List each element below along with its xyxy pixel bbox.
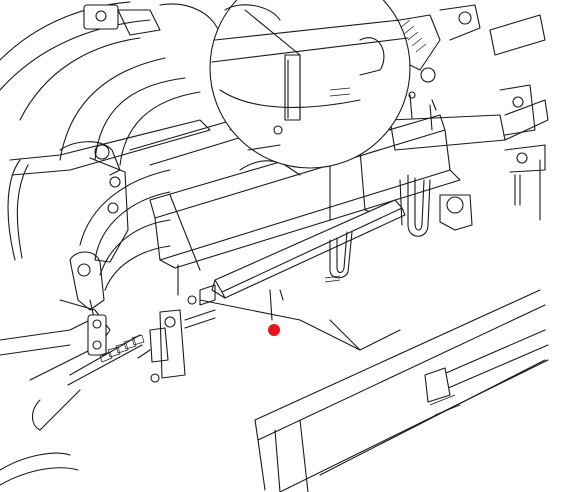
rear-wheel-outline xyxy=(0,1,201,291)
u-bolt-left xyxy=(324,231,353,283)
location-marker xyxy=(268,324,280,336)
u-bolt-right xyxy=(407,174,473,237)
left-support-arm xyxy=(7,119,211,263)
pivot-bracket xyxy=(137,309,216,383)
top-hitch-bracket xyxy=(83,3,221,36)
lower-lift-arm xyxy=(0,251,145,486)
detail-view-circle xyxy=(209,0,411,169)
hatch-lines xyxy=(429,394,461,416)
angled-strut xyxy=(211,199,406,299)
right-hitch-assembly xyxy=(389,4,549,221)
bolt-hardware xyxy=(177,91,521,321)
lower-right-frame xyxy=(199,289,549,492)
